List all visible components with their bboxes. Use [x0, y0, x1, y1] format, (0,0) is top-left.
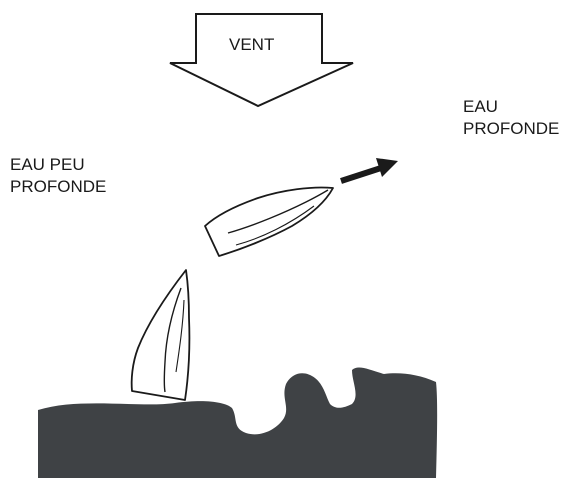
deep-water-label-line-1: EAU	[463, 96, 559, 118]
deep-water-label-line-2: PROFONDE	[463, 118, 559, 140]
shallow-landmass	[38, 367, 437, 478]
wind-direction-arrow-icon	[170, 14, 353, 106]
shallow-water-label-line-1: EAU PEU	[10, 154, 106, 176]
shallow-water-label: EAU PEU PROFONDE	[10, 154, 106, 198]
deep-water-label: EAU PROFONDE	[463, 96, 559, 140]
wind-label: VENT	[229, 34, 274, 56]
course-arrow-icon	[341, 158, 398, 181]
sailboat-hull-icon	[132, 270, 190, 400]
sailboat-hull-icon	[205, 187, 333, 256]
shallow-water-label-line-2: PROFONDE	[10, 176, 106, 198]
